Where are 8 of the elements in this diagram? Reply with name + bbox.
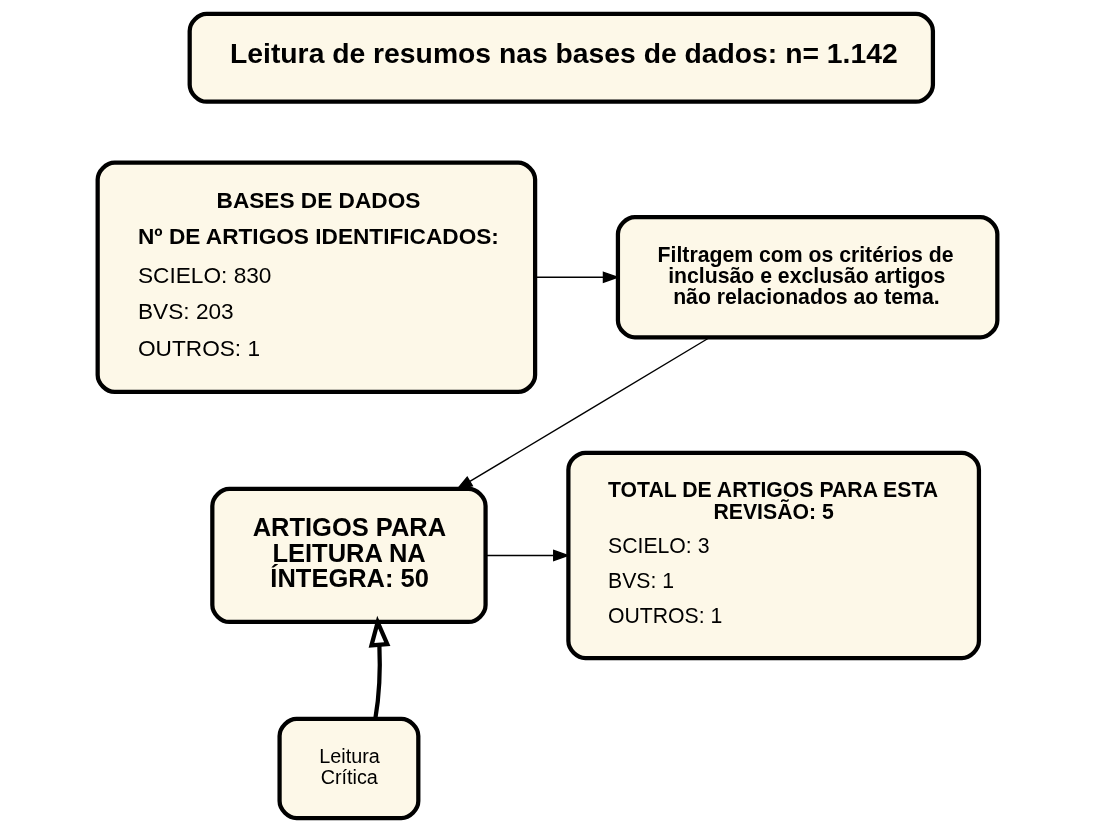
node-box: TOTAL DE ARTIGOS PARA ESTA REVISÃO: 5 SCIELO: 3 BVS: 1 OUTROS: 1 [566,450,982,661]
node-box: BASES DE DADOS Nº DE ARTIGOS IDENTIFICADOS: SCIELO: 830 BVS: 203 OUTROS: 1 [95,160,538,395]
arrow [455,337,710,490]
node-box: Filtragem com os critérios de inclusão e exclusão artigos não relacionados ao tema. [615,214,1000,340]
node-box: Leitura de resumos nas bases de dados: n= 1.142 [187,11,936,104]
arrow [368,615,391,719]
node-box: Leitura Crítica [277,716,421,821]
node-box: ARTIGOS PARA LEITURA NA ÍNTEGRA: 50 [210,486,488,625]
